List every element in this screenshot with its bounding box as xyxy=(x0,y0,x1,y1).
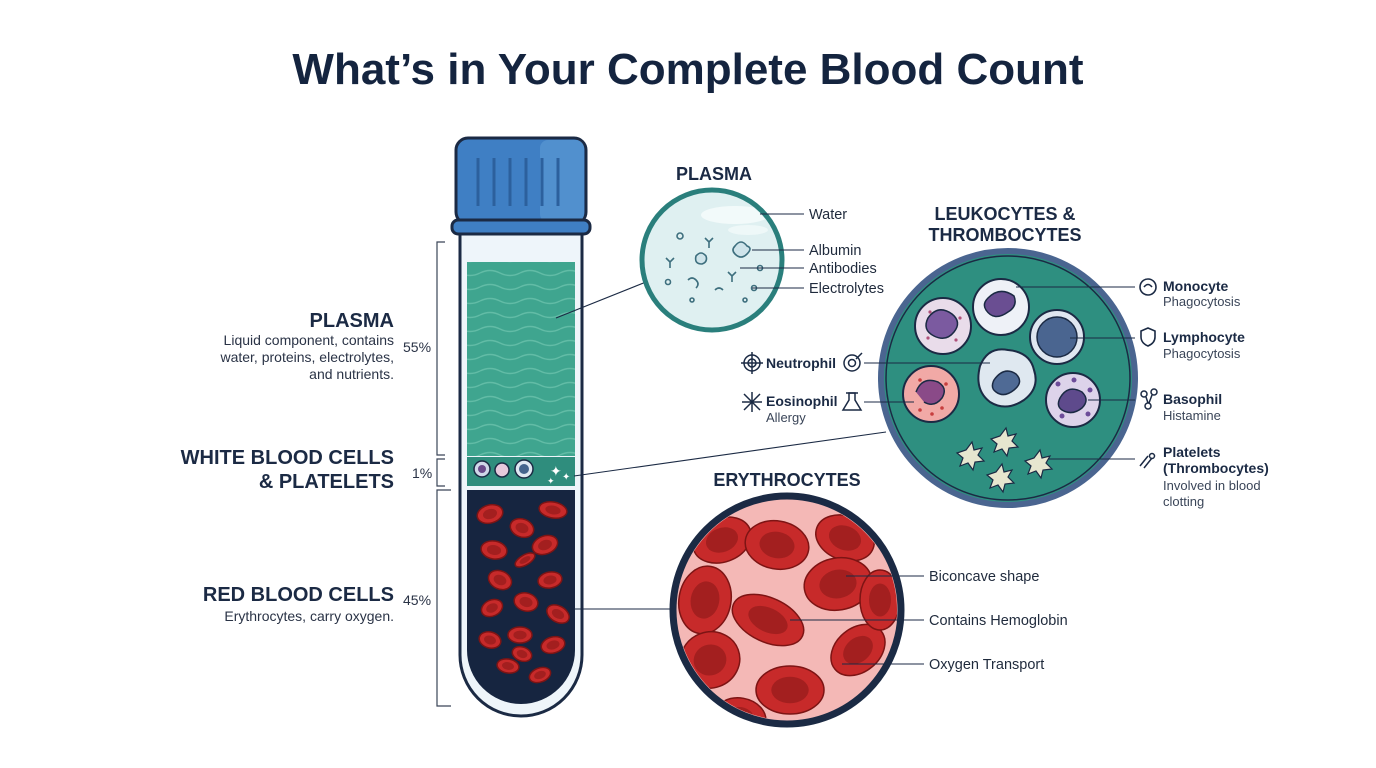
monocyte-role: Phagocytosis xyxy=(1163,294,1241,309)
svg-text:✦: ✦ xyxy=(547,476,555,486)
platelets-name-1: Platelets xyxy=(1163,444,1221,460)
ery-heading: ERYTHROCYTES xyxy=(713,470,860,490)
eosinophil-label-group: Eosinophil Allergy xyxy=(742,392,863,425)
tube-red-cell xyxy=(487,569,513,591)
erythrocyte-cell xyxy=(731,593,805,647)
plasma-desc-3: and nutrients. xyxy=(309,366,394,382)
tube-red-cells xyxy=(476,501,570,684)
plasma-antibodies-label: Antibodies xyxy=(809,261,877,277)
plasma-desc-1: Liquid component, contains xyxy=(224,332,394,348)
plasma-panel-heading: PLASMA xyxy=(676,164,752,184)
cell-monocyte xyxy=(972,278,1030,336)
leukocyte-circle xyxy=(878,248,1138,508)
monocyte-label-group: Monocyte Phagocytosis xyxy=(1139,278,1241,309)
ery-oxygen-label: Oxygen Transport xyxy=(929,657,1044,673)
tube-red-cell xyxy=(540,635,566,655)
erythrocyte-cell xyxy=(859,569,897,631)
buffy-bracket xyxy=(436,458,445,487)
tube-red-cell xyxy=(478,631,502,649)
svg-text:✦: ✦ xyxy=(550,463,562,479)
eosinophil-name: Eosinophil xyxy=(766,393,838,409)
tube-red-cell xyxy=(513,592,539,612)
tube-red-cell xyxy=(546,604,570,624)
leuko-heading-2: THROMBOCYTES xyxy=(929,225,1082,245)
cell-eosinophil xyxy=(902,365,960,423)
monocyte-name: Monocyte xyxy=(1163,278,1229,294)
tube-red-cell xyxy=(476,503,504,525)
basophil-name: Basophil xyxy=(1163,391,1222,407)
cell-center xyxy=(977,348,1037,408)
rbc-heading: RED BLOOD CELLS xyxy=(203,584,394,606)
buffy-heading-1: WHITE BLOOD CELLS xyxy=(181,447,394,469)
clot-icon xyxy=(1139,452,1156,469)
cell-neutrophil xyxy=(914,297,972,355)
plasma-heading: PLASMA xyxy=(310,310,394,332)
plasma-circle xyxy=(639,187,785,333)
platelets-role-1: Involved in blood xyxy=(1163,478,1261,493)
buffy-heading-2: & PLATELETS xyxy=(259,471,394,493)
basophil-role: Histamine xyxy=(1163,408,1221,423)
ery-leaders xyxy=(790,575,924,665)
monocyte-icon xyxy=(1139,278,1157,296)
burst-icon xyxy=(742,392,762,412)
lymphocyte-label-group: Lymphocyte Phagocytosis xyxy=(1140,327,1245,361)
buffy-cells: ✦ ✦ ✦ xyxy=(473,459,570,486)
erythrocyte-cell xyxy=(830,623,886,677)
tube-red-cell xyxy=(507,626,533,644)
erythrocyte-cell xyxy=(755,665,825,715)
tube-red-cell xyxy=(511,645,533,663)
page-title: What’s in Your Complete Blood Count xyxy=(292,45,1083,94)
tube-red-cell xyxy=(509,517,535,539)
tube-red-cell xyxy=(531,534,559,556)
plasma-desc-2: water, proteins, electrolytes, xyxy=(219,349,394,365)
plasma-albumin-label: Albumin xyxy=(809,243,861,259)
erythrocyte-cell xyxy=(744,519,810,571)
buffy-percent: 1% xyxy=(412,465,432,481)
cell-basophil xyxy=(1045,372,1101,428)
tube-red-cell xyxy=(496,658,520,674)
basophil-label-group: Basophil Histamine xyxy=(1140,388,1222,423)
neutrophil-label-group: Neutrophil xyxy=(741,352,863,374)
lymphocyte-role: Phagocytosis xyxy=(1163,346,1241,361)
crosshair-icon xyxy=(843,352,863,372)
platelets-name-2: (Thrombocytes) xyxy=(1163,460,1269,476)
tube-red-cell xyxy=(480,598,504,618)
erythrocyte-cell xyxy=(677,565,733,635)
plasma-electrolytes-label: Electrolytes xyxy=(809,281,884,297)
plasma-percent: 55% xyxy=(403,339,431,355)
rbc-desc: Erythrocytes, carry oxygen. xyxy=(224,608,394,624)
erythrocyte-cell xyxy=(803,556,873,612)
platelets-role-2: clotting xyxy=(1163,494,1204,509)
molecule-icon xyxy=(1140,388,1158,410)
leuko-heading-1: LEUKOCYTES & xyxy=(934,204,1075,224)
ery-hemoglobin-label: Contains Hemoglobin xyxy=(929,613,1068,629)
ery-biconcave-label: Biconcave shape xyxy=(929,569,1039,585)
flask-icon xyxy=(841,392,863,411)
svg-text:✦: ✦ xyxy=(562,472,570,483)
tube-red-cell xyxy=(537,571,563,589)
target-icon xyxy=(741,352,763,374)
neutrophil-name: Neutrophil xyxy=(766,355,836,371)
buffy-connector xyxy=(573,431,887,477)
tube-red-cell xyxy=(538,501,568,519)
shield-icon xyxy=(1140,327,1156,347)
platelets-label-group: Platelets (Thrombocytes) Involved in blo… xyxy=(1139,444,1269,509)
plasma-leaders xyxy=(740,213,804,289)
erythrocyte-circle xyxy=(669,492,905,728)
plasma-water-label: Water xyxy=(809,207,847,223)
lymphocyte-name: Lymphocyte xyxy=(1163,329,1245,345)
rbc-bracket xyxy=(436,489,451,707)
rbc-percent: 45% xyxy=(403,592,431,608)
plasma-bracket xyxy=(436,241,445,456)
leuko-leaders xyxy=(864,286,1135,460)
eosinophil-role: Allergy xyxy=(766,410,806,425)
tube-red-cell xyxy=(514,552,536,568)
test-tube: ✦ ✦ ✦ xyxy=(450,136,592,718)
cell-lymphocyte xyxy=(1029,309,1085,365)
cell-platelets xyxy=(955,426,1054,494)
tube-red-cell xyxy=(528,666,552,684)
tube-red-cell xyxy=(480,540,508,560)
plasma-connector xyxy=(555,281,647,319)
